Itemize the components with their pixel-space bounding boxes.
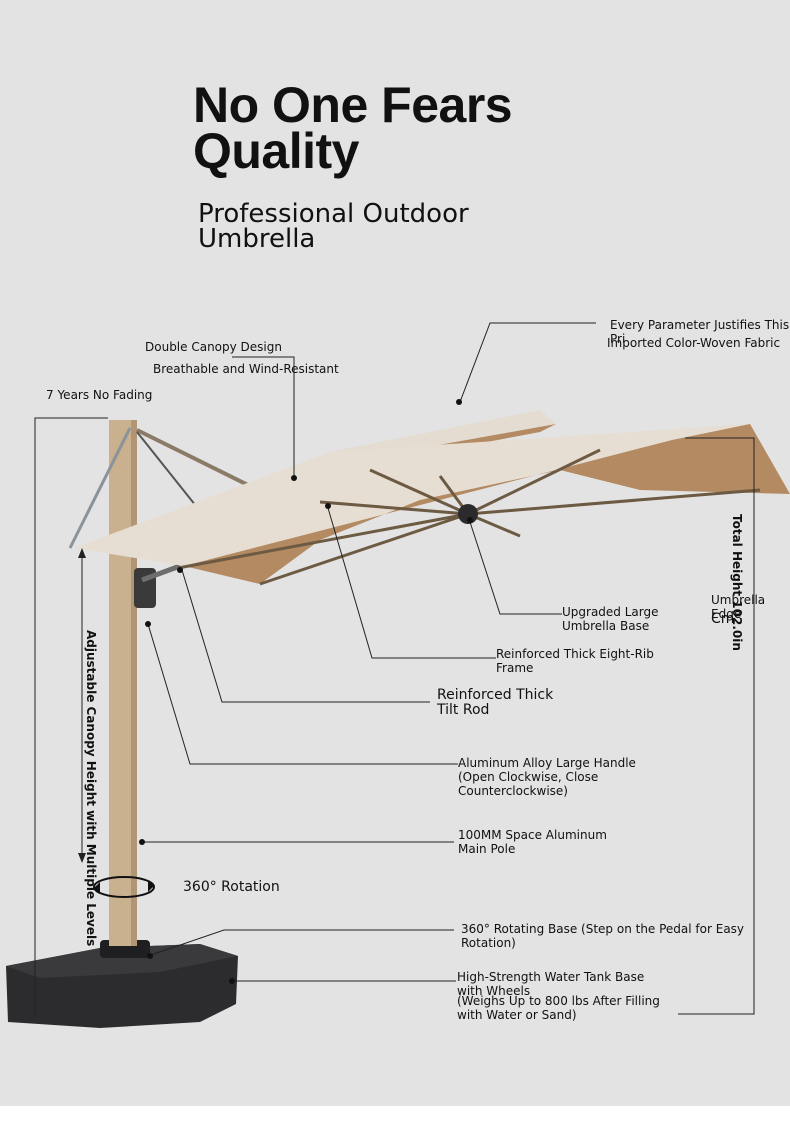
rotation-arrow-icon [93,876,155,898]
headline: No One Fears Quality [193,77,513,179]
label-adjustable-height: Adjustable Canopy Height with Multiple L… [84,630,98,947]
label-handle: Aluminum Alloy Large Handle (Open Clockw… [458,756,636,798]
label-total-height: Total Height 102.0in [730,514,744,651]
label-breathable: Breathable and Wind-Resistant [153,362,339,376]
label-cm-partial: Cm [711,611,735,627]
label-main-pole: 100MM Space Aluminum Main Pole [458,828,607,856]
water-tank-base [6,940,238,1028]
label-every-parameter: Every Parameter Justifies This Pri [610,318,790,346]
label-tilt-rod: Reinforced Thick Tilt Rod [437,687,554,718]
label-no-fading: 7 Years No Fading [46,388,153,402]
label-water-tank: High-Strength Water Tank Base with Wheel… [457,970,645,998]
label-upgraded-base: Upgraded Large Umbrella Base [562,605,659,633]
subheadline: Professional Outdoor Umbrella [198,199,469,254]
label-umbrella-edge: Umbrella Edge [711,593,766,621]
label-eight-rib: Reinforced Thick Eight-Rib Frame [496,647,654,675]
label-weighs: (Weighs Up to 800 lbs After Filling with… [457,994,660,1022]
label-rotation: 360° Rotation [183,879,280,895]
bottom-strip [0,1106,790,1132]
label-double-canopy: Double Canopy Design [145,340,282,354]
label-rotating-base: 360° Rotating Base (Step on the Pedal fo… [461,922,745,950]
label-imported-fabric: Imported Color-Woven Fabric [607,336,781,350]
main-canopy-underside [184,424,790,584]
